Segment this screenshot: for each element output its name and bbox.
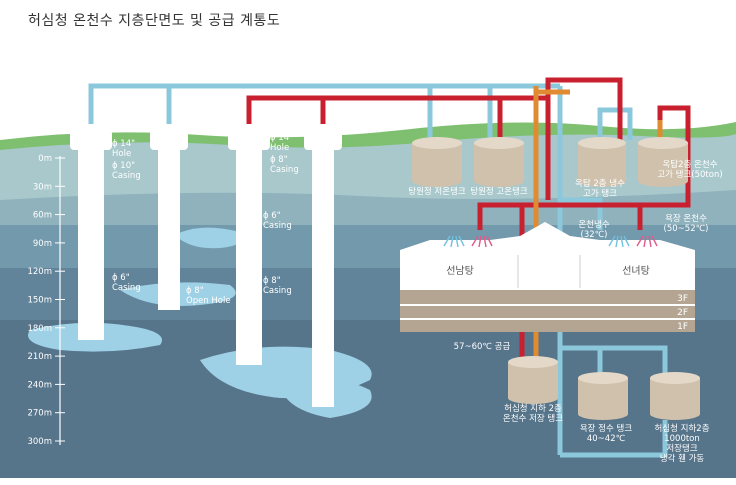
tank-underground-cooling	[650, 372, 700, 420]
tanks	[412, 137, 700, 420]
well-labels: ɸ 14"Hole ɸ 10"Casing ɸ 6"Casing ɸ 8"Ope…	[112, 133, 299, 306]
cold-mix-label: 온천냉수(32℃)	[578, 219, 609, 240]
well1-hole-label: ɸ 14"Hole	[112, 139, 135, 159]
well4-casing8-label: ɸ 8"Casing	[263, 276, 292, 296]
floor-2f-label: 2F	[677, 308, 688, 318]
depth-label: 300m	[27, 437, 52, 447]
well3-hole-label: ɸ 14"Hole	[270, 133, 293, 153]
building	[400, 222, 695, 332]
tank-underground-supply	[508, 356, 558, 404]
depth-label: 60m	[33, 211, 52, 221]
tank-roof-hot	[638, 137, 688, 187]
well2-casing-label: ɸ 6"Casing	[112, 273, 141, 293]
building-labels: 선남탕 선녀탕 3F 2F 1F 온천냉수(32℃) 욕장 온천수(50~52℃…	[446, 213, 708, 352]
supply-temp-label: 57~60℃ 공급	[454, 342, 511, 352]
depth-labels: 0m 30m 60m 90m 120m 150m 180m 210m 240m 270m 300m	[27, 154, 52, 447]
wells	[70, 124, 342, 407]
depth-label: 270m	[27, 409, 52, 419]
depth-label: 150m	[27, 296, 52, 306]
tank-tangwon-high-label: 탕원정 고온탱크	[470, 186, 528, 197]
depth-label: 0m	[38, 154, 52, 164]
cold-pipes	[88, 83, 668, 458]
floor-3f-label: 3F	[677, 294, 688, 304]
tank-roof-cold	[578, 137, 626, 187]
depth-label: 30m	[33, 182, 52, 192]
female-bath-label: 선녀탕	[622, 265, 650, 277]
tank-bath-clean	[578, 372, 628, 420]
depth-label: 120m	[27, 267, 52, 277]
depth-label: 210m	[27, 352, 52, 362]
depth-label: 180m	[27, 324, 52, 334]
page-title: 허심청 온천수 지층단면도 및 공급 계통도	[28, 13, 281, 29]
well2-openhole-label: ɸ 8"Open Hole	[186, 286, 231, 306]
depth-label: 240m	[27, 380, 52, 390]
well3-casing-label: ɸ 8"Casing	[270, 155, 299, 175]
tank-tangwon-low-label: 탕원정 저온탱크	[408, 186, 466, 197]
well4-casing6-label: ɸ 6"Casing	[263, 211, 292, 231]
male-bath-label: 선남탕	[446, 265, 474, 277]
depth-label: 90m	[33, 239, 52, 249]
tank-tangwon-high	[474, 137, 524, 187]
hot-supply-label: 욕장 온천수(50~52℃)	[664, 213, 709, 234]
depth-axis	[55, 156, 65, 445]
floor-1f-label: 1F	[677, 322, 688, 332]
tank-tangwon-low	[412, 137, 462, 187]
well1-casing-label: ɸ 10"Casing	[112, 161, 141, 181]
